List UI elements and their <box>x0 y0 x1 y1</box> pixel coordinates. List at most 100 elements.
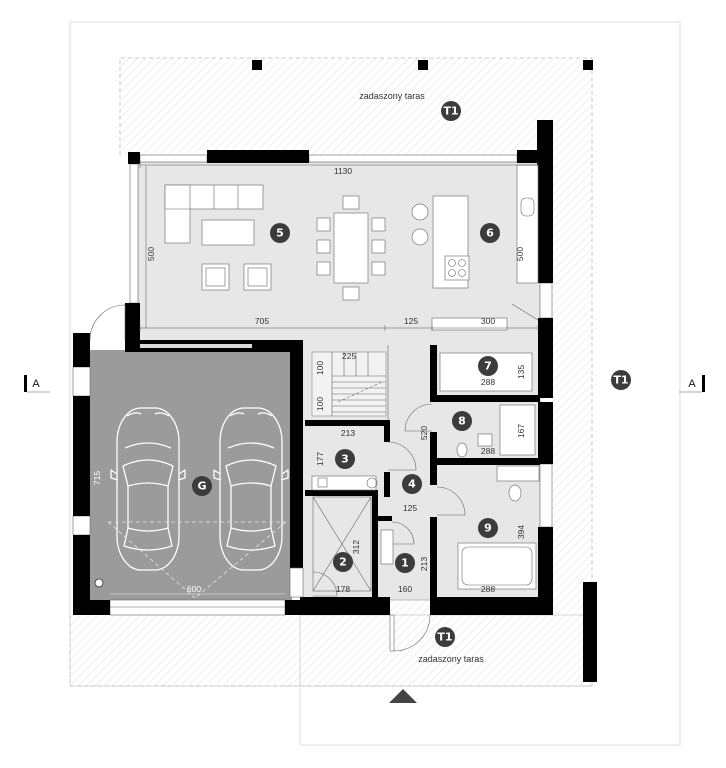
dimension-label: 177 <box>315 452 325 466</box>
wardrobe <box>380 529 394 565</box>
armchair <box>205 267 226 287</box>
dimension-label: 705 <box>255 316 269 326</box>
walls <box>73 120 553 615</box>
dimension-label: 300 <box>481 316 495 326</box>
utility-sink <box>317 477 328 488</box>
room-marker: 1 <box>395 553 415 573</box>
window <box>308 154 518 163</box>
section-marker-right: A <box>679 375 705 393</box>
wall <box>430 345 437 398</box>
dining-chair <box>342 195 360 210</box>
terrace-marker: T1 <box>611 370 631 390</box>
bathtub-inner <box>461 546 533 586</box>
dimension-label: 213 <box>341 428 355 438</box>
dimension-line <box>139 162 539 168</box>
service-furniture <box>311 352 540 592</box>
room-marker: 4 <box>402 474 422 494</box>
column <box>418 60 428 70</box>
wall <box>538 402 553 464</box>
door-swing <box>391 521 415 545</box>
wall <box>430 458 540 465</box>
dimension-label: 394 <box>516 525 526 539</box>
boiler-room-area <box>312 496 372 592</box>
room-number: 3 <box>341 453 349 466</box>
garage-floor <box>88 350 292 602</box>
terrace-wall <box>583 582 597 682</box>
section-marker-left: A <box>24 375 50 393</box>
living-furniture <box>164 164 539 331</box>
wall <box>537 120 553 283</box>
room-marker: 2 <box>333 552 353 572</box>
toilet <box>456 442 468 458</box>
wall <box>73 600 110 615</box>
door-swing <box>312 571 338 597</box>
dimension-label: 100 <box>315 361 325 375</box>
dimension-label: 500 <box>515 247 525 261</box>
dimension-label: 715 <box>92 471 102 485</box>
dimension-label: 213 <box>419 557 429 571</box>
toilet <box>508 484 522 502</box>
dimension-label: 500 <box>146 247 156 261</box>
room-marker: 6 <box>480 223 500 243</box>
room-marker: 8 <box>452 411 472 431</box>
wall <box>384 472 390 497</box>
dimension-label: 167 <box>516 424 526 438</box>
door-swing <box>404 403 433 432</box>
wall <box>538 527 553 615</box>
boiler-room-cross <box>312 496 372 592</box>
door-swing <box>511 303 539 321</box>
room-number: 9 <box>484 522 492 535</box>
wall <box>73 333 90 367</box>
wall <box>125 303 140 352</box>
burner <box>458 269 466 277</box>
wall <box>538 318 553 398</box>
cabinet <box>499 404 536 456</box>
room-number: 7 <box>484 360 492 373</box>
dimension-label: 520 <box>419 426 429 440</box>
door-swing <box>89 304 126 341</box>
section-label: A <box>688 378 696 390</box>
room-number: 8 <box>458 415 466 428</box>
sofa-cushions <box>165 185 239 210</box>
wall <box>290 350 303 568</box>
dimension-lines <box>139 162 539 331</box>
burner <box>448 269 456 277</box>
room-marker: G <box>192 476 212 496</box>
terrace-label: zadaszony taras <box>418 654 484 664</box>
dimension-label: 1130 <box>334 166 353 176</box>
door-swing <box>436 486 466 516</box>
section-label: A <box>32 378 40 390</box>
wall <box>372 490 378 597</box>
dining-chair <box>342 286 360 301</box>
burner <box>448 259 456 267</box>
terrace-number: T1 <box>613 374 628 387</box>
washbasin <box>477 433 493 447</box>
dining-chair <box>371 217 386 232</box>
door-swing <box>393 614 431 652</box>
bar-stool <box>411 228 429 246</box>
room-marker: 3 <box>335 449 355 469</box>
window <box>72 366 91 397</box>
stair-treads <box>331 352 386 416</box>
dimension-label: 178 <box>336 584 350 594</box>
dimension-label: 125 <box>403 503 417 513</box>
dimension-label: 100 <box>315 397 325 411</box>
armchair <box>243 263 272 291</box>
wall <box>73 396 90 516</box>
covered-terrace-outline <box>69 57 593 687</box>
dimension-label: 225 <box>342 351 356 361</box>
window <box>129 163 139 304</box>
door-swing <box>387 441 417 471</box>
dimension-label: 135 <box>516 365 526 379</box>
wall <box>305 490 375 496</box>
sink <box>520 197 535 217</box>
dimension-line <box>139 325 539 331</box>
dimension-label: 125 <box>404 316 418 326</box>
cooktop <box>444 255 470 281</box>
dimension-label: 600 <box>187 584 201 594</box>
dimension-label: 288 <box>481 446 495 456</box>
dining-chair <box>316 261 331 276</box>
floor-drain <box>94 578 104 588</box>
entrance-arrow-icon <box>389 689 417 703</box>
